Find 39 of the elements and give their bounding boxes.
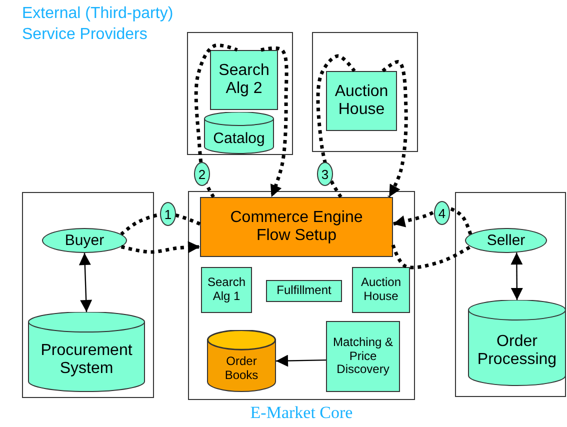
node-label: Search Alg 1 <box>206 276 247 304</box>
node-label: Search Alg 2 <box>218 62 270 98</box>
panel-box <box>455 192 566 397</box>
arrow <box>260 46 288 198</box>
node-label: Matching & Price Discovery <box>332 336 394 378</box>
process-box <box>200 197 393 257</box>
arrow <box>276 354 326 367</box>
section-title: E-Market Core <box>249 403 354 423</box>
process-box <box>266 280 342 302</box>
node-label: Seller <box>486 232 526 250</box>
panel-box <box>187 32 293 155</box>
step-number: 4 <box>434 201 450 225</box>
arrow <box>382 60 408 198</box>
region-caption: External (Third-party) Service Providers <box>22 4 174 45</box>
step-number: 1 <box>160 202 176 226</box>
actor-ellipse <box>42 228 127 253</box>
arrow <box>392 206 472 235</box>
step-number: 3 <box>317 162 333 186</box>
process-box <box>210 50 278 110</box>
step-number: 2 <box>194 162 210 186</box>
arrow <box>78 252 92 312</box>
node-label: Order Processing <box>476 332 558 370</box>
process-box <box>201 267 252 313</box>
actor-ellipse <box>465 228 547 253</box>
arrow <box>510 252 523 300</box>
node-label: Buyer <box>64 232 104 250</box>
node-label: Fulfillment <box>276 284 332 298</box>
process-box <box>326 321 400 392</box>
node-label: Auction House <box>334 82 390 120</box>
node-label: Auction House <box>360 276 402 304</box>
panel-box <box>22 192 154 398</box>
process-box <box>326 71 397 131</box>
node-label: Procurement System <box>40 342 134 378</box>
panel-box <box>312 32 418 152</box>
arrow <box>120 241 200 254</box>
node-label: Order Books <box>224 355 260 383</box>
node-label: Commerce Engine Flow Setup <box>229 208 364 246</box>
process-box <box>352 267 410 313</box>
node-label: Catalog <box>213 130 265 147</box>
